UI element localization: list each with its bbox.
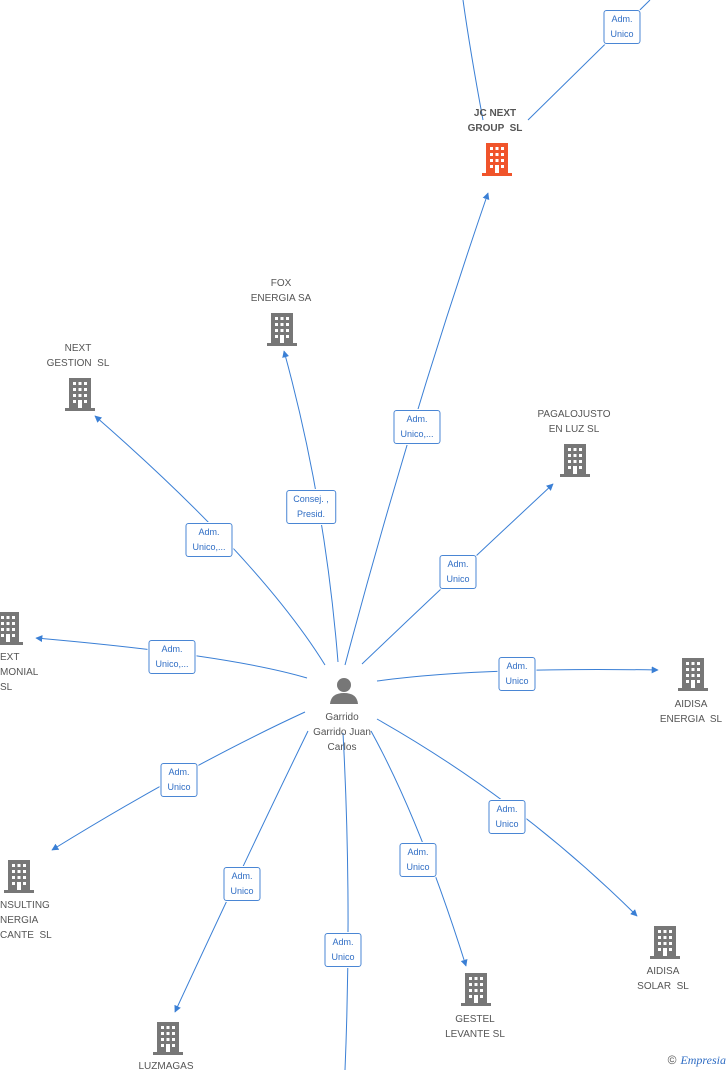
- building-icon[interactable]: [267, 313, 297, 346]
- company-label-jc-next[interactable]: JC NEXT GROUP SL: [467, 108, 523, 134]
- company-label-luzmagas[interactable]: LUZMAGAS: [138, 1061, 194, 1072]
- copyright-icon: ©: [667, 1053, 677, 1067]
- edge-next-gestion: [94, 415, 326, 666]
- building-icon[interactable]: [65, 378, 95, 411]
- relation-label[interactable]: Adm. Unico: [439, 555, 477, 589]
- building-icon[interactable]: [678, 658, 708, 691]
- relation-label[interactable]: Adm. Unico: [223, 867, 261, 901]
- company-label-fox[interactable]: FOX ENERGIA SA: [250, 278, 312, 304]
- company-label-consulting[interactable]: NSULTING NERGIA CANTE SL: [0, 900, 52, 941]
- brand-name: Empresia: [680, 1053, 726, 1067]
- relation-label[interactable]: Adm. Unico,...: [185, 523, 233, 557]
- edge-top: [462, 0, 484, 121]
- edge-bottom: [342, 732, 349, 1070]
- company-label-aidisa-solar[interactable]: AIDISA SOLAR SL: [637, 966, 689, 992]
- building-icon[interactable]: [461, 973, 491, 1006]
- relation-label[interactable]: Consej. , Presid.: [286, 490, 336, 524]
- building-icon[interactable]: [482, 143, 512, 176]
- company-label-pagalojusto[interactable]: PAGALOJUSTO EN LUZ SL: [537, 409, 611, 435]
- relation-label[interactable]: Adm. Unico,...: [148, 640, 196, 674]
- person-icon[interactable]: [330, 678, 358, 704]
- relation-label[interactable]: Adm. Unico: [399, 843, 437, 877]
- relation-label[interactable]: Adm. Unico: [498, 657, 536, 691]
- building-icon[interactable]: [4, 860, 34, 893]
- company-label-next-gestion[interactable]: NEXT GESTION SL: [46, 343, 110, 369]
- company-label-aidisa-energia[interactable]: AIDISA ENERGIA SL: [659, 699, 723, 725]
- person-name[interactable]: Garrido Garrido Juan Carlos: [313, 712, 371, 753]
- company-label-next-patrimonial[interactable]: EXT MONIAL SL: [0, 652, 39, 693]
- building-icon[interactable]: [650, 926, 680, 959]
- company-label-gestel[interactable]: GESTEL LEVANTE SL: [445, 1014, 505, 1040]
- relation-label[interactable]: Adm. Unico,...: [393, 410, 441, 444]
- building-icon[interactable]: [0, 612, 23, 645]
- relation-label[interactable]: Adm. Unico: [603, 10, 641, 44]
- relation-label[interactable]: Adm. Unico: [160, 763, 198, 797]
- edge-gestel: [370, 730, 468, 967]
- empresia-logo: ©Empresia: [668, 1053, 726, 1068]
- relation-label[interactable]: Adm. Unico: [488, 800, 526, 834]
- relation-label[interactable]: Adm. Unico: [324, 933, 362, 967]
- building-icon[interactable]: [153, 1022, 183, 1055]
- building-icon[interactable]: [560, 444, 590, 477]
- edge-next-patrimonial: [35, 635, 308, 679]
- edge-luzmagas: [174, 730, 309, 1013]
